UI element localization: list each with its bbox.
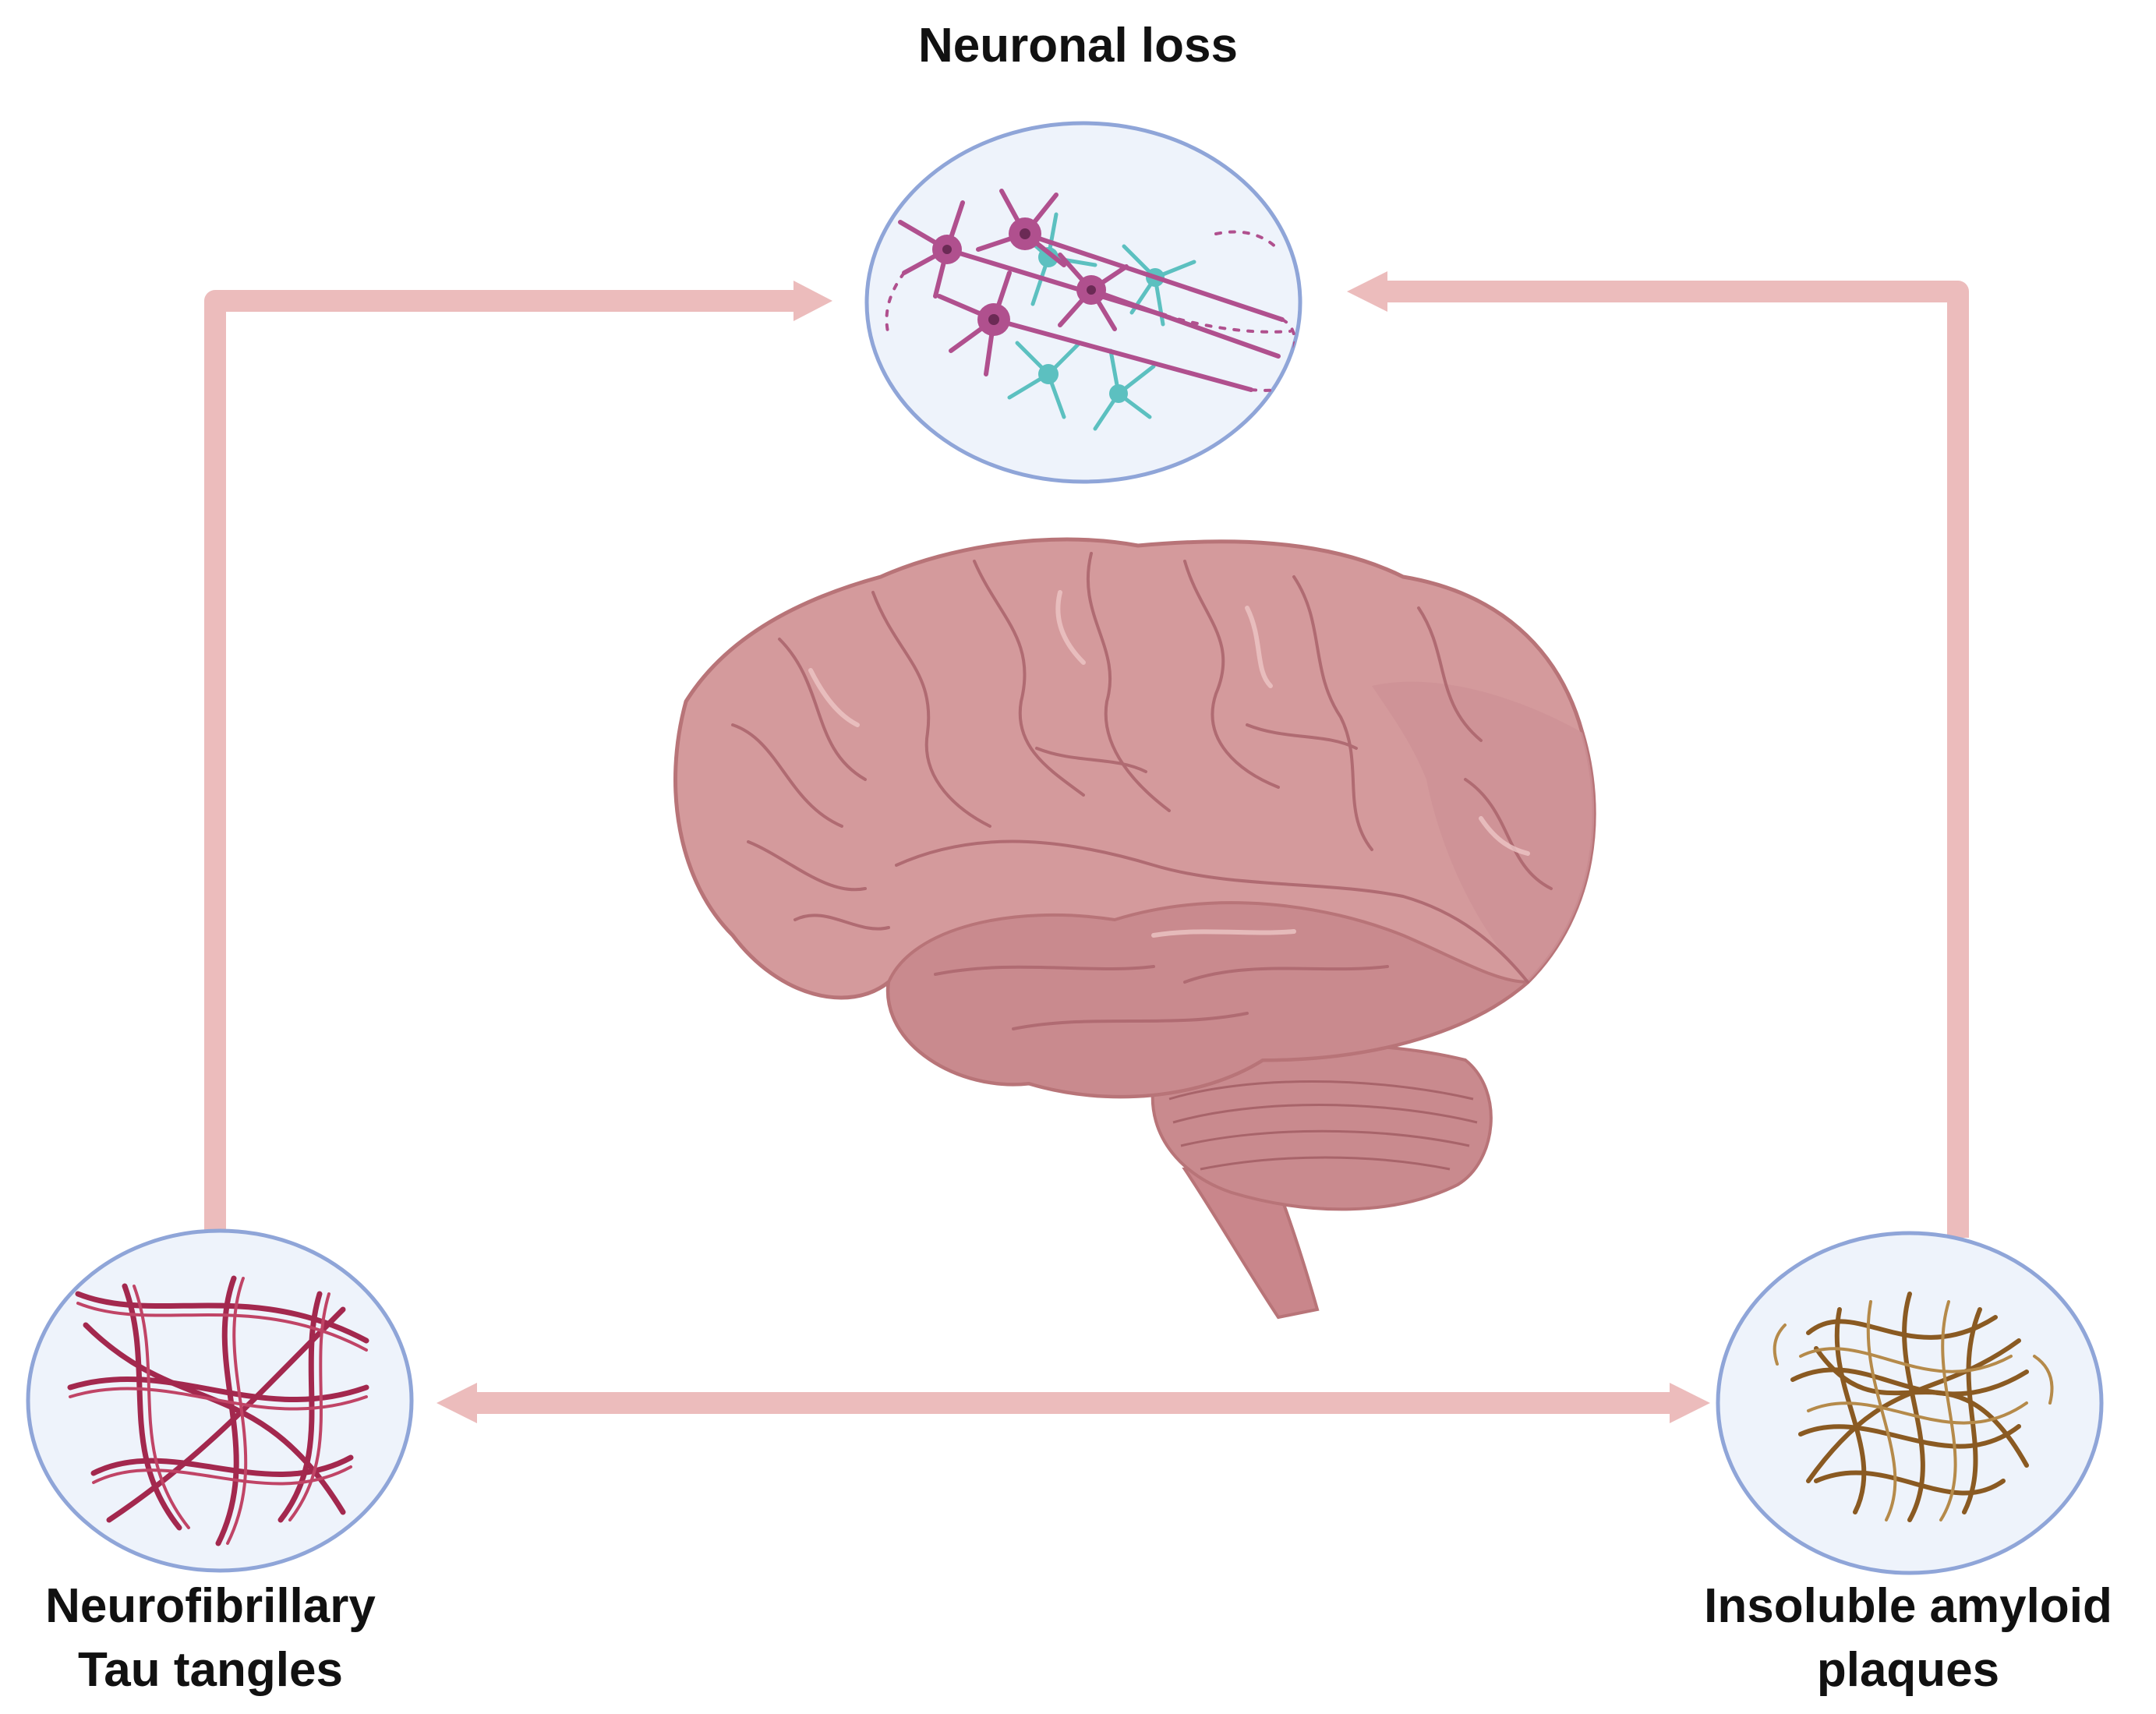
- neuronal-loss-label: Neuronal loss: [844, 14, 1312, 78]
- amyloid-plaques-circle: [1716, 1231, 2104, 1575]
- amyloid-plaques-text-line1: Insoluble amyloid: [1704, 1579, 2112, 1633]
- amyloid-plaques-icon: [1773, 1292, 2054, 1522]
- tau-tangles-circle: [26, 1228, 414, 1573]
- amyloid-plaques-label: Insoluble amyloid plaques: [1660, 1574, 2156, 1702]
- tau-tangles-text-line2: Tau tangles: [78, 1643, 343, 1697]
- amyloid-plaques-text-line2: plaques: [1816, 1643, 2000, 1697]
- neurons-icon: [885, 189, 1300, 431]
- arrow-amyloid-to-neuronal-loss: [1347, 271, 1969, 1238]
- neuronal-loss-circle: [864, 121, 1302, 484]
- neuronal-loss-text: Neuronal loss: [918, 19, 1238, 72]
- tau-tangles-icon: [67, 1275, 369, 1546]
- arrow-tau-amyloid-bidirectional: [437, 1383, 1710, 1423]
- tau-tangles-text-line1: Neurofibrillary: [45, 1579, 376, 1633]
- brain-icon: [673, 537, 1596, 1320]
- tau-tangles-label: Neurofibrillary Tau tangles: [0, 1574, 421, 1702]
- arrow-tau-to-neuronal-loss: [204, 281, 832, 1232]
